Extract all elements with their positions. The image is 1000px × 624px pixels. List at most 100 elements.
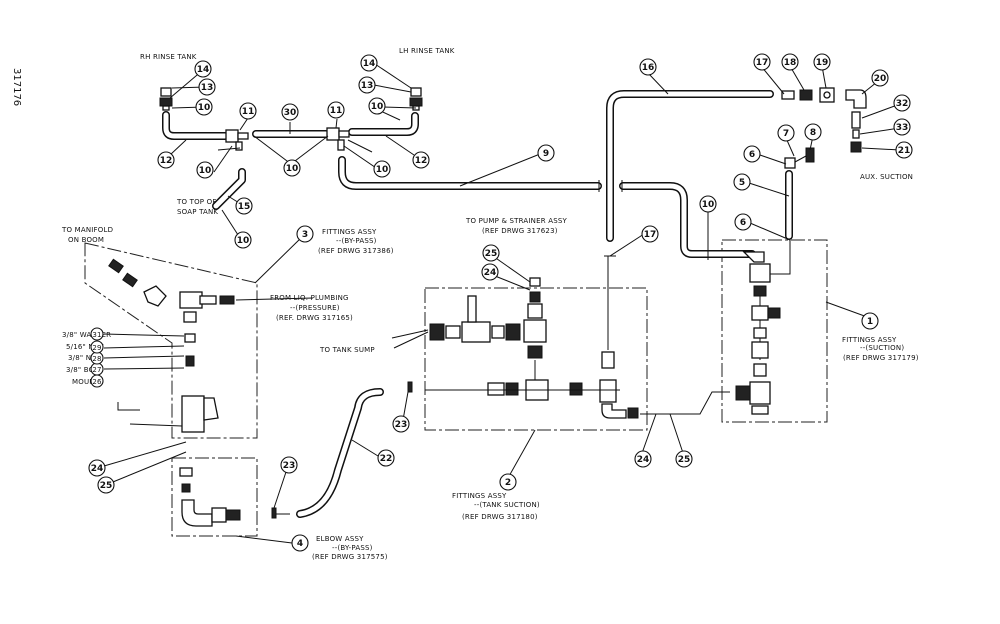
label-from-liq-1: FROM LIQ. PLUMBING: [270, 294, 349, 302]
callout-3: 3: [296, 225, 314, 243]
svg-text:2: 2: [505, 478, 511, 488]
svg-text:21: 21: [898, 146, 911, 156]
callout-25a: 25: [97, 476, 115, 494]
assembly-2-boundary: [424, 287, 648, 431]
callout-25c: 25: [675, 450, 693, 468]
callout-25b: 25: [482, 244, 500, 262]
svg-text:10: 10: [237, 236, 250, 246]
callout-17a: 17: [753, 53, 771, 71]
svg-text:27: 27: [92, 366, 101, 374]
aux-suction-fittings: [781, 87, 867, 169]
callout-24c: 24: [634, 450, 652, 468]
svg-text:20: 20: [874, 74, 887, 84]
callout-15: 15: [235, 197, 253, 215]
callout-1: 1: [861, 312, 879, 330]
svg-text:30: 30: [284, 108, 297, 118]
label-lh-rinse-tank: LH RINSE TANK: [399, 47, 455, 55]
callout-10g: 10: [699, 195, 717, 213]
label-top-soap-1: TO TOP OF: [176, 198, 217, 206]
label-fit3-3: (REF DRWG 317386): [318, 247, 394, 255]
svg-text:29: 29: [92, 344, 101, 352]
svg-text:6: 6: [749, 150, 755, 160]
label-pump-2: (REF DRWG 317623): [482, 227, 558, 235]
assembly-4-boundary: [171, 457, 258, 537]
svg-text:22: 22: [380, 454, 393, 464]
callout-33: 33: [893, 118, 911, 136]
callout-10c: 10: [283, 159, 301, 177]
label-fit1-2: --(SUCTION): [860, 344, 904, 352]
svg-text:33: 33: [896, 123, 909, 133]
svg-text:23: 23: [283, 461, 296, 471]
label-top-soap-2: SOAP TANK: [177, 208, 218, 216]
callout-10e: 10: [373, 160, 391, 178]
callout-17b: 17: [641, 225, 659, 243]
svg-text:32: 32: [896, 99, 909, 109]
callout-31: 31: [90, 327, 104, 341]
svg-text:13: 13: [201, 83, 214, 93]
assembly-3-parts: [108, 258, 235, 433]
label-hw-31: 3/8" WASHER: [62, 331, 111, 339]
label-aux-suction: AUX. SUCTION: [860, 173, 913, 181]
svg-text:19: 19: [816, 58, 829, 68]
callout-12b: 12: [412, 151, 430, 169]
callout-26: 26: [90, 374, 104, 388]
callout-28: 28: [90, 351, 104, 365]
svg-text:11: 11: [330, 106, 343, 116]
assembly-1-parts: [735, 240, 791, 415]
svg-text:10: 10: [702, 200, 715, 210]
callout-10d: 10: [368, 97, 386, 115]
hose-22: [296, 388, 384, 518]
label-fit1-1: FITTINGS ASSY: [842, 336, 897, 344]
svg-text:4: 4: [297, 539, 303, 549]
callout-2: 2: [499, 473, 517, 491]
callout-29: 29: [90, 340, 104, 354]
label-pump-1: TO PUMP & STRAINER ASSY: [465, 217, 568, 225]
label-fit2-2: --(TANK SUCTION): [474, 501, 540, 509]
svg-text:26: 26: [92, 378, 102, 386]
label-fit1-3: (REF DRWG 317179): [843, 354, 919, 362]
svg-text:9: 9: [543, 149, 549, 159]
label-manifold-2: ON BOOM: [68, 236, 104, 244]
assembly-3-boundary: [84, 242, 258, 439]
svg-text:11: 11: [242, 107, 255, 117]
svg-text:10: 10: [286, 164, 299, 174]
callout-14a: 14: [194, 60, 212, 78]
callout-5: 5: [733, 173, 751, 191]
label-manifold-1: TO MANIFOLD: [61, 226, 113, 234]
callout-14b: 14: [360, 54, 378, 72]
callout-7: 7: [777, 124, 795, 142]
drawing-number: 317176: [11, 68, 22, 106]
label-elbow-3: (REF DRWG 317575): [312, 553, 388, 561]
label-hw-26: MOUNT: [72, 378, 100, 386]
label-fit3-1: FITTINGS ASSY: [322, 228, 377, 236]
callout-22: 22: [377, 449, 395, 467]
svg-text:10: 10: [198, 103, 211, 113]
callout-12a: 12: [157, 151, 175, 169]
svg-text:24: 24: [91, 464, 104, 474]
svg-text:12: 12: [160, 156, 173, 166]
label-elbow-2: --(BY-PASS): [332, 544, 373, 552]
svg-text:10: 10: [376, 165, 389, 175]
svg-text:16: 16: [642, 63, 655, 73]
callout-19: 19: [813, 53, 831, 71]
label-hw-27: 3/8" BOLT: [66, 366, 102, 374]
callout-10f: 10: [234, 231, 252, 249]
svg-text:23: 23: [395, 420, 408, 430]
callout-13b: 13: [358, 76, 376, 94]
svg-text:18: 18: [784, 58, 797, 68]
svg-text:15: 15: [238, 202, 251, 212]
callout-6b: 6: [734, 213, 752, 231]
assembly-4-parts: [179, 467, 241, 527]
label-tank-sump: TO TANK SUMP: [319, 346, 375, 354]
callout-10b: 10: [196, 161, 214, 179]
svg-text:10: 10: [371, 102, 384, 112]
svg-text:1: 1: [867, 317, 873, 327]
label-elbow-1: ELBOW ASSY: [316, 535, 364, 543]
callout-23a: 23: [392, 415, 410, 433]
callout-21: 21: [895, 141, 913, 159]
svg-text:3: 3: [302, 230, 308, 240]
label-rh-rinse-tank: RH RINSE TANK: [140, 53, 197, 61]
callouts: 1 2 3 4 5 6 6 7 8 9 10 10 10 10 10 10 10…: [88, 53, 913, 552]
callout-24a: 24: [88, 459, 106, 477]
callout-4: 4: [291, 534, 309, 552]
